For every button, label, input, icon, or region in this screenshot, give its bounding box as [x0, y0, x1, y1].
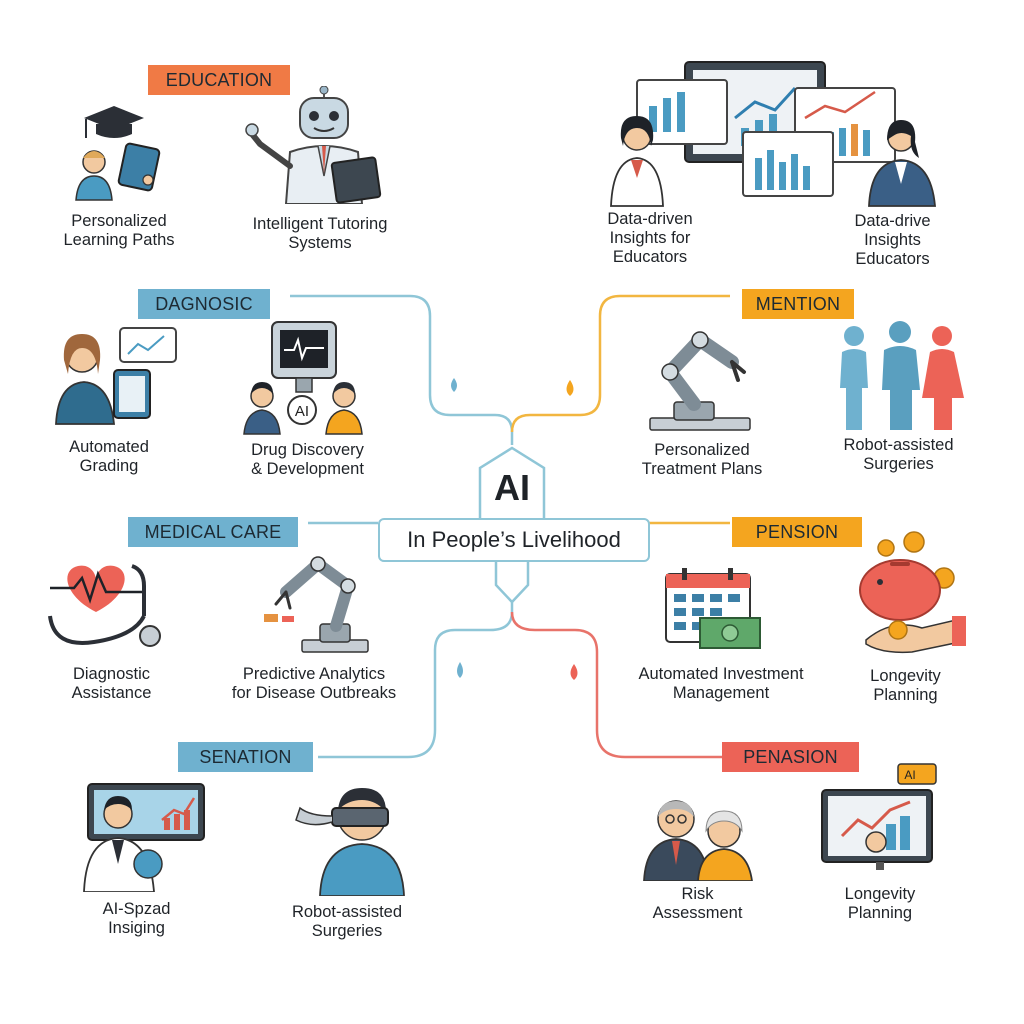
category-mention: MENTION [742, 289, 854, 319]
label-robot-assisted-top: Robot-assisted Surgeries [843, 436, 954, 473]
label-intelligent-tutoring: Intelligent Tutoring Systems [252, 215, 388, 252]
ai-tag-text: AI [904, 768, 915, 782]
droplet-blue-bottom [457, 662, 463, 678]
piggy-bank-icon [852, 530, 968, 654]
label-robot-assisted-bottom: Robot-assisted Surgeries [291, 903, 403, 940]
family-icon [832, 318, 972, 432]
label-ai-spread-imaging: AI-Spzad Insiging [102, 900, 171, 937]
lab-monitor-icon: AI [240, 318, 370, 436]
center-subtitle: In People’s Livelihood [378, 518, 650, 562]
center-frame-bottom [494, 560, 530, 604]
category-penasion: PENASION [722, 742, 859, 772]
robot-arm-icon [640, 326, 765, 434]
category-medical-care: MEDICAL CARE [128, 517, 298, 547]
category-pension: PENSION [732, 517, 862, 547]
ai-badge-text: AI [295, 403, 309, 420]
robot-tutor-icon [240, 86, 390, 204]
category-education: EDUCATION [148, 65, 290, 95]
droplet-yellow-top [566, 380, 574, 396]
droplet-blue-top [451, 378, 457, 392]
label-personalized-treatment: Personalized Treatment Plans [641, 441, 763, 478]
category-diagnosic: DAGNOSIC [138, 289, 270, 319]
center-frame [478, 446, 546, 518]
connector-senation [318, 600, 514, 759]
calendar-money-icon [660, 566, 768, 652]
label-drug-discovery: Drug Discovery & Development [251, 441, 364, 478]
label-longevity-planning-mid: Longevity Planning [870, 667, 941, 704]
label-automated-investment: Automated Investment Management [638, 665, 804, 702]
label-personalized-learning: Personalized Learning Paths [63, 212, 175, 249]
label-data-driven-insights: Data-driven Insights for Educators [607, 210, 693, 266]
category-senation: SENATION [178, 742, 313, 772]
grading-tablet-icon [52, 326, 182, 426]
connector-diagnosic [290, 294, 514, 445]
growth-monitor-icon: AI [818, 762, 942, 872]
center-title: AI [494, 467, 530, 508]
elderly-couple-icon [640, 795, 760, 881]
robot-arm-analytics-icon [260, 552, 375, 656]
label-longevity-planning-bottom: Longevity Planning [844, 885, 916, 922]
label-predictive-analytics: Predictive Analytics for Disease Outbrea… [231, 665, 397, 702]
heartbeat-stethoscope-icon [44, 556, 174, 656]
label-diagnostic-assistance: Diagnostic Assistance [71, 665, 152, 702]
doctor-imaging-icon [78, 780, 208, 892]
connector-penasion [510, 611, 722, 759]
label-automated-grading: Automated Grading [69, 438, 149, 475]
label-data-drive-insights: Data-drive Insights Educators [854, 212, 931, 268]
vr-headset-icon [290, 780, 410, 896]
graduation-cap-icon [64, 100, 174, 205]
connector-mention [510, 294, 730, 433]
label-risk-assessment: Risk Assessment [652, 885, 743, 922]
droplet-red-bottom [570, 664, 578, 680]
dashboard-presenter-icon [605, 58, 945, 208]
